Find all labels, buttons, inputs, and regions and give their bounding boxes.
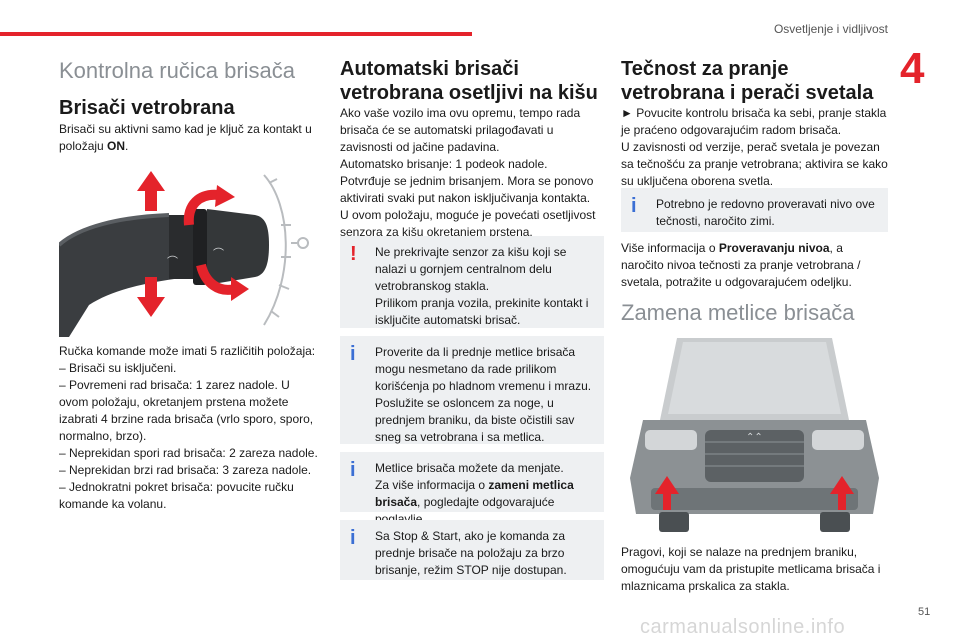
heading-auto-wipers: Automatski brisači vetrobrana osetljivi … [340,58,598,104]
info-text-fluid: Potrebno je redovno proveravati nivo ove… [656,197,875,228]
warning-text: Ne prekrivajte senzor za kišu koji se na… [375,245,589,327]
intro-bold: ON [107,139,126,153]
warning-box: ! Ne prekrivajte senzor za kišu koji se … [340,236,604,328]
heading-blade-replacement: Zamena metlice brisača [621,300,855,325]
column-1: Kontrolna ručica brisača [59,58,319,84]
svg-text:⌒: ⌒ [213,247,224,260]
header-accent-bar [0,32,472,36]
caption-text: Pragovi, koji se nalaze na prednjem bran… [621,545,881,593]
info-icon: i [350,343,356,365]
info-blades-text: Metlice brisača možete da menjate. Za vi… [375,461,564,492]
subheading-wrapper: Brisači vetrobrana [59,96,319,120]
intro-paragraph: Brisači su aktivni samo kad je ključ za … [59,121,319,155]
heading-blade-replacement-wrap: Zamena metlice brisača [621,300,888,326]
info-text-frost: Proverite da li prednje metlice brisača … [375,345,592,444]
positions-list: Ručka komande može imati 5 različitih po… [59,343,319,513]
heading-wiper-stalk: Kontrolna ručica brisača [59,58,296,83]
washer-text: ► Povucite kontrolu brisača ka sebi, pra… [621,106,888,188]
chapter-number: 4 [900,44,925,93]
info-box-stopstart: i Sa Stop & Start, ako je komanda za pre… [340,520,604,580]
more-info-paragraph: Više informacija o Proveravanju nivoa, a… [621,240,888,291]
info-text-blades: Metlice brisača možete da menjate. Za vi… [350,460,594,528]
svg-text:⌃⌃: ⌃⌃ [746,432,763,443]
info-icon: i [631,195,637,217]
info-blades-end: , pogledajte odgovarajuće poglavlje. [375,495,555,526]
watermark: carmanualsonline.info [640,616,846,638]
more-info-link: Proveravanju nivoa [718,241,830,255]
info-icon: i [350,527,356,549]
column-2: Automatski brisači vetrobrana osetljivi … [340,57,604,105]
subheading-windscreen-wipers: Brisači vetrobrana [59,97,235,119]
svg-text:⌒: ⌒ [167,255,178,268]
info-box-frost: i Proverite da li prednje metlice brisač… [340,336,604,444]
info-box-blades: i Metlice brisača možete da menjate. Za … [340,452,604,526]
thresholds-caption: Pragovi, koji se nalaze na prednjem bran… [621,544,888,595]
more-info-end: , a naročito nivoa tečnosti za pranje ve… [621,241,861,289]
info-blades-link: zameni metlica brisača [375,478,574,509]
intro-end: . [125,139,129,153]
heading-washer-fluid: Tečnost za pranje vetrobrana i perači sv… [621,58,874,104]
positions-text: Ručka komande može imati 5 različitih po… [59,344,318,511]
column-3: Tečnost za pranje vetrobrana i perači sv… [621,57,888,105]
info-icon: i [350,459,356,481]
section-title: Osvetljenje i vidljivost [773,22,888,36]
van-front-illustration: ⌃⌃ [621,338,888,534]
auto-wipers-body: Ako vaše vozilo ima ovu opremu, tempo ra… [340,105,604,241]
info-text-stopstart: Sa Stop & Start, ako je komanda za predn… [375,529,567,577]
more-info-text: Više informacija o [621,241,719,255]
page-number: 51 [918,606,931,618]
wiper-stalk-illustration: ⌒ ⌒ [59,165,321,337]
info-box-fluid: i Potrebno je redovno proveravati nivo o… [621,188,888,232]
exclamation-icon: ! [350,243,357,265]
auto-wipers-text: Ako vaše vozilo ima ovu opremu, tempo ra… [340,106,596,239]
intro-text: Brisači su aktivni samo kad je ključ za … [59,122,312,153]
washer-body: ► Povucite kontrolu brisača ka sebi, pra… [621,105,888,190]
